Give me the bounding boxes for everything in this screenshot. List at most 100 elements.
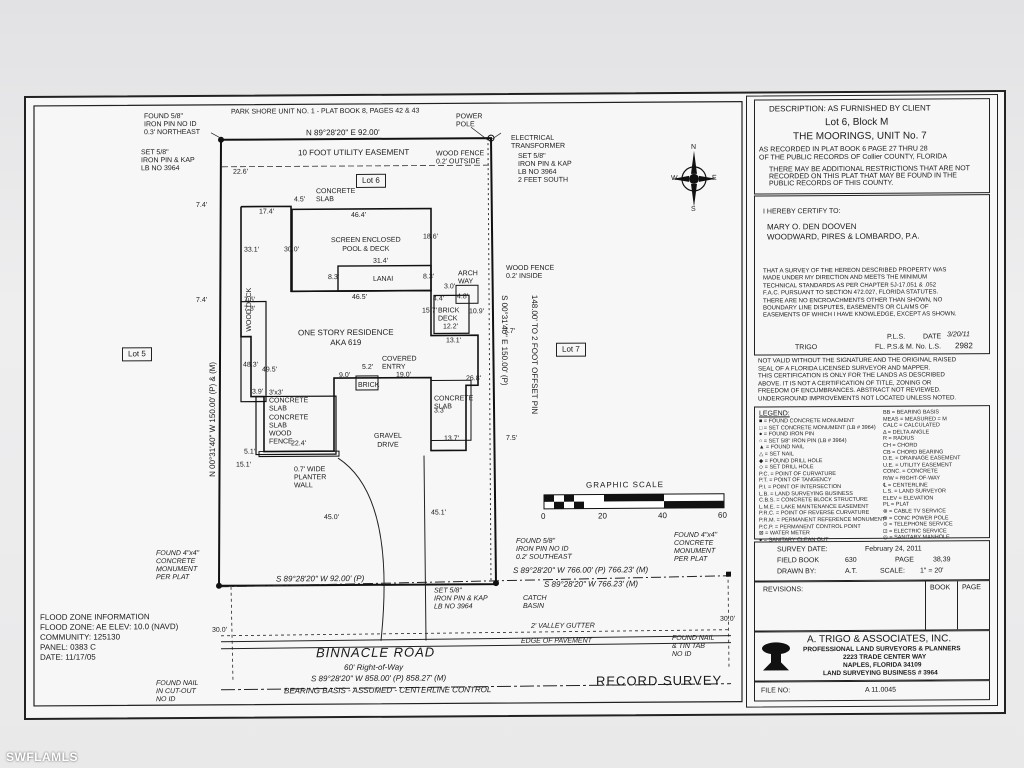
south-bearing-long2: S 89°28'20" W 766.23' (M) [544,579,639,589]
watermark: SWFLAMLS [6,750,78,764]
dim: 9.0' [339,372,351,380]
dim: 45.1' [431,509,446,517]
dim: 4.4' [433,295,445,303]
dim: 48.3' [243,361,258,369]
compass-w: W [671,175,678,183]
compass-e: E [712,174,717,182]
scale-tick: 40 [658,511,667,521]
revisions-label: REVISIONS: [763,586,804,594]
company-address2: NAPLES, FLORIDA 34109 [843,661,922,669]
file-no-box: FILE NO: A 11.0045 [754,680,990,702]
record-survey-title: RECORD SURVEY [596,672,723,689]
company-name: A. TRIGO & ASSOCIATES, INC. [807,633,952,646]
certify-to: I HEREBY CERTIFY TO: [763,208,841,216]
dim: 7.5' [244,296,256,304]
scale-tick: 20 [598,511,607,521]
company-sub: PROFESSIONAL LAND SURVEYORS & PLANNERS [803,645,961,654]
file-no: A 11.0045 [865,686,897,694]
survey-info-box: SURVEY DATE: February 24, 2011 FIELD BOO… [754,540,990,582]
valley-gutter: 2' VALLEY GUTTER [531,622,595,630]
edge-pavement: EDGE OF PAVEMENT [521,637,592,645]
field-book-label: FIELD BOOK [777,557,820,565]
dim: 18.6' [423,233,438,241]
legend-title: LEGEND: [759,410,790,418]
dim: 3.3' [434,407,446,415]
company-box: A. TRIGO & ASSOCIATES, INC. PROFESSIONAL… [754,630,990,682]
dim: 15.1' [236,461,251,469]
file-no-label: FILE NO: [761,687,791,695]
west-bearing: N 00°31'40" W 150.00' (P) & (M) [208,361,217,477]
south-bearing-long: S 89°28'20" W 766.00' (P) 766.23' (M) [513,565,649,576]
dim: 7.5' [506,434,518,443]
compass-rose [672,150,716,207]
dim: 30.0' [284,246,299,254]
license-no: 2982 [955,341,973,351]
dim: 3.0' [444,283,456,291]
dim: 7.8' [244,305,256,313]
book-col: BOOK [930,584,951,592]
dim: 17.4' [259,208,274,216]
cert-date: 3/20/11 [947,331,970,339]
lot7-label: Lot 7 [556,342,586,357]
dim: 31.4' [373,257,388,265]
pls-label: P.L.S. [887,333,906,341]
scale-label: SCALE: [880,567,905,575]
dim: 7.4' [196,296,208,304]
utility-easement: 10 FOOT UTILITY EASEMENT [298,147,410,158]
recorded-line: AS RECORDED IN PLAT BOOK 6 PAGE 27 THRU … [759,145,928,154]
dim: 7.7' [504,327,516,336]
lot6-label: Lot 6 [356,173,386,188]
certify-text: THAT A SURVEY OF THE HEREON DESCRIBED PR… [763,267,957,319]
drawn-by: A.T. [845,567,858,575]
company-logo-icon [759,636,793,674]
date-label: DATE [923,333,942,341]
page-value: 38,39 [933,556,951,564]
field-book: 630 [845,556,857,564]
dim: 22.6' [233,168,248,176]
dim: 4.8' [457,293,469,301]
subdivision: THE MOORINGS, UNIT No. 7 [793,130,927,143]
drawn-by-label: DRAWN BY: [777,568,817,576]
dim: 13.7' [444,435,459,443]
dim: 30.0' [720,615,735,623]
top-street-label: PARK SHORE UNIT NO. 1 - PLAT BOOK 8, PAG… [231,107,420,116]
company-address1: 2223 TRADE CENTER WAY [843,653,927,661]
north-bearing: N 89°28'20" E 92.00' [306,127,380,138]
legend-item: P.R.M. = PERMANENT REFERENCE MONUMENT [759,516,886,524]
page-col: PAGE [962,584,981,592]
dim: 26.8' [466,375,481,383]
dim: 33.1' [244,246,259,254]
survey-date: February 24, 2011 [865,545,922,553]
graphic-scale-title: GRAPHIC SCALE [586,480,664,490]
dim: 30.0' [212,626,227,634]
dim: 4.5' [294,196,306,204]
dim: 3.9' [252,388,264,396]
dim: 22.4' [291,440,306,448]
bearing-basis: BEARING BASIS - ASSUMED - CENTERLINE CON… [284,685,492,696]
lanai-label: LANAI [373,275,394,283]
dim: 46.5' [352,293,367,301]
brick-label: BRICK [358,381,380,389]
south-bearing: S 89°28'20" W 92.00' (P) [276,573,365,584]
dim: 5.2' [362,363,374,371]
dim: 15.7' [422,307,437,315]
